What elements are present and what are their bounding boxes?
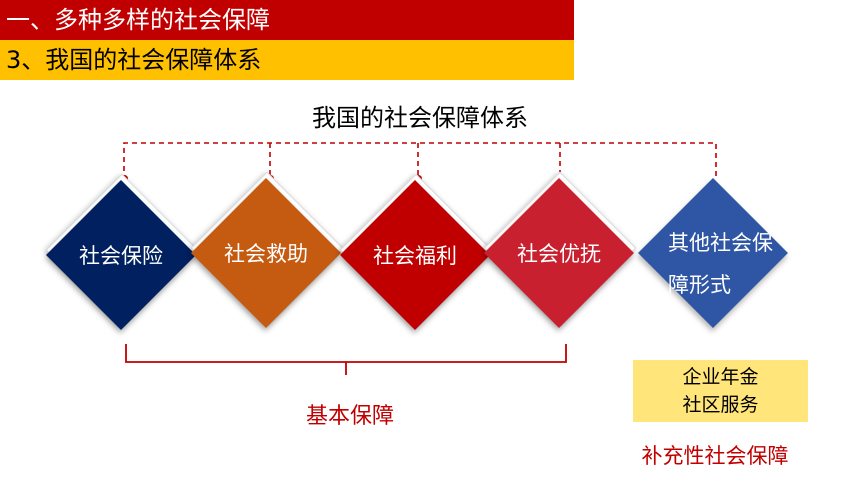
basic-security-label: 基本保障 (305, 404, 394, 429)
diamond-social-assistance: 社会救助 (190, 171, 344, 328)
supplementary-item: 社区服务 (682, 394, 759, 416)
supplementary-items-box: 企业年金 社区服务 (633, 360, 808, 422)
basic-bracket (125, 344, 567, 375)
diamond-label: 社会救助 (224, 242, 308, 266)
diamond-social-welfare: 社会福利 (339, 173, 493, 330)
diamond-social-insurance: 社会保险 (45, 173, 199, 330)
diamond-label: 社会保险 (79, 244, 163, 268)
diamond-label: 社会福利 (373, 244, 457, 268)
subsection-title-bar: 3、我国的社会保障体系 (0, 40, 574, 80)
diamond-label: 社会优抚 (517, 242, 601, 266)
supplementary-item: 企业年金 (682, 366, 759, 388)
diagram-title: 我国的社会保障体系 (312, 104, 528, 132)
section-title-bar: 一、多种多样的社会保障 (0, 0, 574, 40)
other-forms-label-line2: 障形式 (668, 273, 731, 297)
subsection-title: 3、我国的社会保障体系 (6, 46, 262, 74)
top-dashed-connector (123, 142, 717, 180)
supplementary-security-label: 补充性社会保障 (641, 444, 789, 468)
section-title: 一、多种多样的社会保障 (6, 6, 270, 34)
other-forms-label-line1: 其他社会保 (668, 231, 773, 255)
diamond-social-care: 社会优抚 (483, 171, 637, 328)
